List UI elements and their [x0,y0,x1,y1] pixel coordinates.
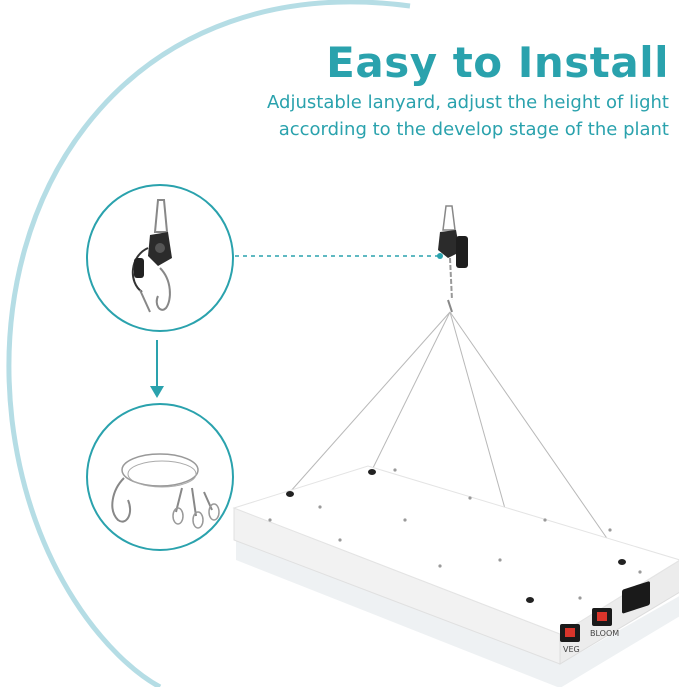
power-socket [622,581,650,614]
ceiling-hanger [438,205,468,313]
switch-veg [560,624,580,642]
led-light-panel: VEG BLOOM [232,465,679,687]
subtitle-line-2: according to the develop stage of the pl… [278,119,669,140]
switch-veg-label: VEG [563,645,580,654]
headline: Easy to Install [326,38,669,87]
switch-bloom-label: BLOOM [590,629,619,638]
switch-bloom [592,608,612,626]
arrow-down-icon [150,340,164,398]
ratchet-hanger-detail [86,184,234,332]
decorative-arc [6,0,411,687]
subtitle-line-1: Adjustable lanyard, adjust the height of… [267,92,669,113]
wire-lanyard-detail [86,403,234,551]
